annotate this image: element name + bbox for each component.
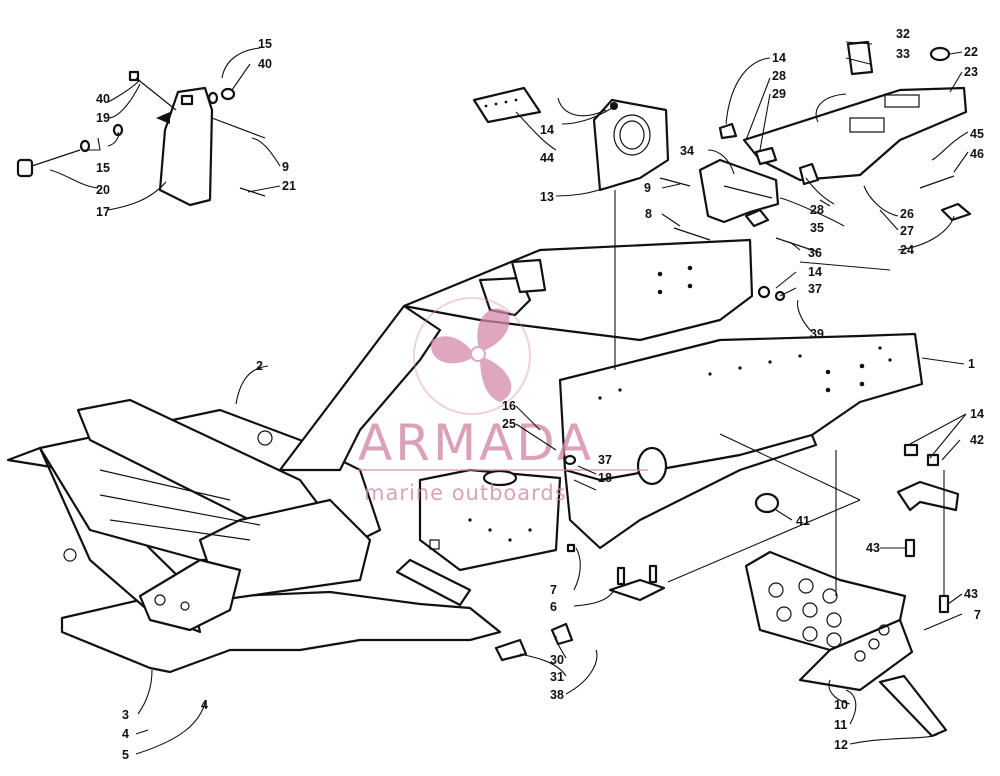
callout-12: 12 (834, 738, 848, 752)
callout-28b: 28 (810, 203, 824, 217)
callout-38: 38 (550, 688, 564, 702)
belly-pan-part (60, 590, 502, 674)
callout-15a: 15 (258, 37, 272, 51)
callout-10: 10 (834, 698, 848, 712)
callout-24: 24 (900, 243, 914, 257)
callout-40b: 40 (96, 92, 110, 106)
callout-9a: 9 (282, 160, 289, 174)
callout-22: 22 (964, 45, 978, 59)
skid-plate-11-part (744, 550, 914, 692)
callout-28a: 28 (772, 69, 786, 83)
callout-14d: 14 (970, 407, 984, 421)
callout-40a: 40 (258, 57, 272, 71)
watermark-tagline: marine outboards (364, 481, 567, 505)
callout-7b: 7 (974, 608, 981, 622)
callout-46: 46 (970, 147, 984, 161)
callout-4b: 4 (201, 698, 208, 712)
callout-29: 29 (772, 87, 786, 101)
callout-11: 11 (834, 718, 847, 732)
callout-7a: 7 (550, 583, 557, 597)
callout-6: 6 (550, 600, 557, 614)
support-23-part (718, 40, 968, 186)
callout-45: 45 (970, 127, 984, 141)
callout-41: 41 (796, 514, 810, 528)
callout-37a: 37 (598, 453, 612, 467)
guide-lines (667, 261, 945, 596)
callout-17: 17 (96, 205, 110, 219)
bracket-42-part (896, 480, 960, 512)
callout-31: 31 (550, 670, 564, 684)
callout-32: 32 (896, 27, 910, 41)
callout-25: 25 (502, 417, 516, 431)
callout-44: 44 (540, 151, 554, 165)
callout-5: 5 (122, 748, 129, 762)
leader-lines (49, 41, 969, 755)
callout-16: 16 (502, 399, 516, 413)
callout-26: 26 (900, 207, 914, 221)
callout-18: 18 (598, 471, 612, 485)
callout-43b: 43 (964, 587, 978, 601)
plate-44-part (472, 86, 542, 124)
callout-4a: 4 (122, 727, 129, 741)
callout-3: 3 (122, 708, 129, 722)
callout-27: 27 (900, 224, 914, 238)
hardware-group-left (16, 70, 266, 197)
callout-36: 36 (808, 246, 822, 260)
callout-39: 39 (810, 327, 824, 341)
callout-43a: 43 (866, 541, 880, 555)
callout-21: 21 (282, 179, 296, 193)
callout-14b: 14 (772, 51, 786, 65)
front-frame-part (6, 398, 382, 634)
callout-8: 8 (645, 207, 652, 221)
callout-14a: 14 (540, 123, 554, 137)
callout-9b: 9 (644, 181, 651, 195)
callout-37b: 37 (808, 282, 822, 296)
callout-34: 34 (680, 144, 694, 158)
callout-23: 23 (964, 65, 978, 79)
callout-14c: 14 (808, 265, 822, 279)
callout-1: 1 (968, 357, 975, 371)
bracket-17-part (156, 86, 214, 207)
callout-33: 33 (896, 47, 910, 61)
mount-bracket-13-part (592, 98, 670, 370)
watermark-brand: ARMADA (358, 414, 594, 472)
watermark-logo (413, 297, 531, 415)
callout-2: 2 (256, 359, 263, 373)
steering-bracket-part (698, 158, 780, 228)
callout-20: 20 (96, 183, 110, 197)
callout-42: 42 (970, 433, 984, 447)
strap-12-part (878, 674, 948, 738)
callout-15b: 15 (96, 161, 110, 175)
callout-19: 19 (96, 111, 110, 125)
callout-35: 35 (810, 221, 824, 235)
callout-30: 30 (550, 653, 564, 667)
callout-13: 13 (540, 190, 554, 204)
main-frame-part (278, 238, 924, 607)
